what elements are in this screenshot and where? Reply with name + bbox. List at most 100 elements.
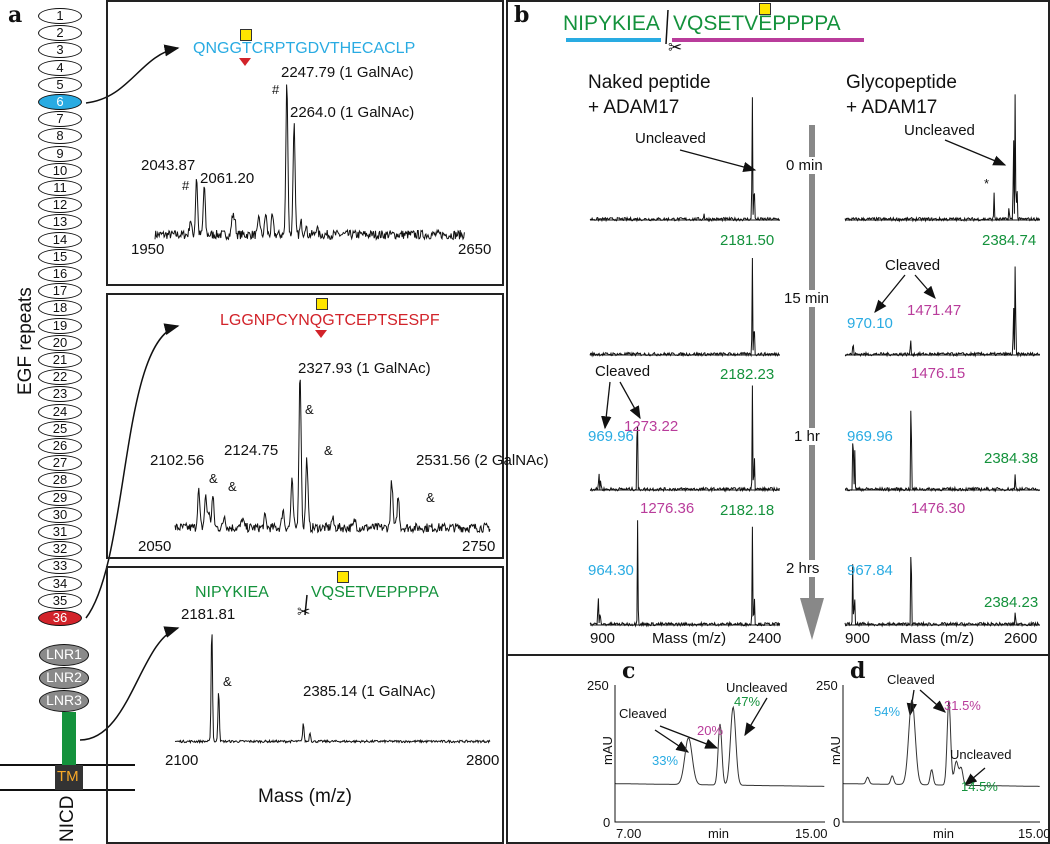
cleaved-annotation: Cleaved bbox=[885, 257, 941, 274]
peak-label: 2043.87 bbox=[141, 157, 196, 174]
peak-label: 969.96 bbox=[588, 428, 634, 445]
arrow-egf36 bbox=[85, 323, 180, 619]
lnr2: LNR2 bbox=[39, 667, 89, 689]
star-marker: * bbox=[984, 176, 990, 191]
x-min-label: 900 bbox=[590, 630, 616, 647]
percent-label: 47% bbox=[734, 694, 761, 709]
time-label: 15 min bbox=[784, 290, 830, 307]
lnr3: LNR3 bbox=[39, 690, 89, 712]
peak-label: 1471.47 bbox=[907, 302, 962, 319]
lnr1: LNR1 bbox=[39, 644, 89, 666]
peak-marker: & bbox=[305, 402, 314, 417]
peak-label: 1276.36 bbox=[640, 500, 695, 517]
egf-repeat-34: 34 bbox=[38, 575, 82, 592]
spectrum-box-egf6 bbox=[106, 0, 504, 286]
annotation-arrow bbox=[914, 274, 936, 299]
y-min-label: 0 bbox=[833, 815, 841, 830]
egf-repeat-23: 23 bbox=[38, 386, 82, 403]
egf-repeat-24: 24 bbox=[38, 403, 82, 420]
egf-repeat-6: 6 bbox=[38, 94, 82, 110]
uncleaved-annotation: Uncleaved bbox=[950, 747, 1012, 762]
x-min-label: 900 bbox=[845, 630, 871, 647]
annotation-arrow bbox=[744, 697, 768, 737]
peak-label: 2385.14 (1 GalNAc) bbox=[303, 683, 436, 700]
sequence-right: VQSETVEPPPPA bbox=[311, 584, 439, 601]
egf-repeat-9: 9 bbox=[38, 145, 82, 162]
egf-repeat-2: 2 bbox=[38, 25, 82, 42]
percent-label: 31.5% bbox=[944, 698, 981, 713]
panel-label-c: c bbox=[622, 658, 636, 684]
y-min-label: 0 bbox=[603, 815, 611, 830]
spectrum-egf6 bbox=[154, 84, 465, 241]
annotation-arrow bbox=[964, 767, 986, 786]
panel-label-a: a bbox=[8, 2, 23, 28]
peak-label: 2181.81 bbox=[181, 606, 236, 623]
egf-repeat-21: 21 bbox=[38, 352, 82, 368]
peak-marker: # bbox=[182, 178, 190, 193]
percent-label: 54% bbox=[874, 704, 901, 719]
time-label: 2 hrs bbox=[786, 560, 820, 577]
peak-label: 2531.56 (2 GalNAc) bbox=[416, 452, 549, 469]
percent-label: 33% bbox=[652, 753, 679, 768]
x-axis-label: min bbox=[933, 826, 954, 841]
scissors-icon: ✂ bbox=[668, 38, 683, 57]
egf-repeat-27: 27 bbox=[38, 455, 82, 472]
percent-label: 14.5% bbox=[961, 779, 998, 794]
juxtamembrane-region bbox=[62, 712, 76, 765]
sequence-right: VQSETVEPPPPA bbox=[673, 12, 841, 35]
peak-label: 1273.22 bbox=[624, 418, 679, 435]
egf-repeat-14: 14 bbox=[38, 231, 82, 248]
peak-label: 2264.0 (1 GalNAc) bbox=[290, 104, 415, 121]
peak-label: 969.96 bbox=[847, 428, 893, 445]
uncleaved-annotation: Uncleaved bbox=[904, 122, 975, 139]
egf-repeat-31: 31 bbox=[38, 524, 82, 540]
egf-repeat-3: 3 bbox=[38, 42, 82, 59]
galnac-square-icon bbox=[316, 298, 328, 310]
sequence-left: NIPYKIEA bbox=[563, 12, 660, 35]
sequence-egf36: LGGNPCYNQGTCEPTSESPF bbox=[220, 312, 440, 329]
peak-label: 2182.23 bbox=[720, 366, 775, 383]
egf-repeat-12: 12 bbox=[38, 197, 82, 214]
egf-repeat-5: 5 bbox=[38, 76, 82, 93]
spectrum-naked-1 bbox=[589, 257, 781, 358]
egf-repeat-7: 7 bbox=[38, 111, 82, 128]
peak-marker: & bbox=[228, 479, 237, 494]
chromatogram-d bbox=[843, 699, 1040, 787]
time-label: 1 hr bbox=[794, 428, 820, 445]
x-min-label: 1950 bbox=[131, 241, 165, 258]
peak-label: 2384.74 bbox=[982, 232, 1037, 249]
annotation-arrow bbox=[944, 139, 1007, 166]
egf-repeat-8: 8 bbox=[38, 128, 82, 145]
galnac-square-icon bbox=[759, 3, 771, 15]
peak-label: 2124.75 bbox=[224, 442, 279, 459]
column-title: + ADAM17 bbox=[588, 97, 680, 118]
annotation-arrow bbox=[601, 381, 612, 430]
spectrum-naked-0 bbox=[589, 97, 780, 223]
x-max-label: 2800 bbox=[466, 752, 500, 769]
sequence-left: NIPYKIEA bbox=[195, 584, 269, 601]
arrow-egf6 bbox=[85, 44, 180, 104]
scissors-icon: ✂ bbox=[297, 604, 311, 621]
annotation-arrow bbox=[919, 689, 946, 713]
sequence-egf6: QNGGTCRPTGDVTHECACLP bbox=[193, 40, 416, 57]
panel-label-d: d bbox=[850, 658, 866, 684]
annotation-arrow bbox=[679, 149, 757, 173]
y-max-label: 250 bbox=[587, 678, 609, 693]
peak-marker: & bbox=[223, 674, 232, 689]
cleaved-annotation: Cleaved bbox=[619, 706, 667, 721]
chromatogram-axes bbox=[614, 685, 825, 823]
peak-label: 2247.79 (1 GalNAc) bbox=[281, 64, 414, 81]
peak-label: 964.30 bbox=[588, 562, 634, 579]
annotation-arrow bbox=[619, 381, 641, 420]
egf-repeat-36: 36 bbox=[38, 610, 82, 626]
annotation-arrow bbox=[659, 725, 719, 749]
x-axis-label: Mass (m/z) bbox=[900, 630, 975, 647]
peak-label: 1476.30 bbox=[911, 500, 966, 517]
time-label: 0 min bbox=[786, 157, 823, 174]
tm-label: TM bbox=[57, 768, 79, 785]
x-min-label: 2050 bbox=[138, 538, 172, 555]
galnac-square-icon bbox=[240, 29, 252, 41]
egf-repeat-20: 20 bbox=[38, 334, 82, 351]
peak-label: 1476.15 bbox=[911, 365, 966, 382]
